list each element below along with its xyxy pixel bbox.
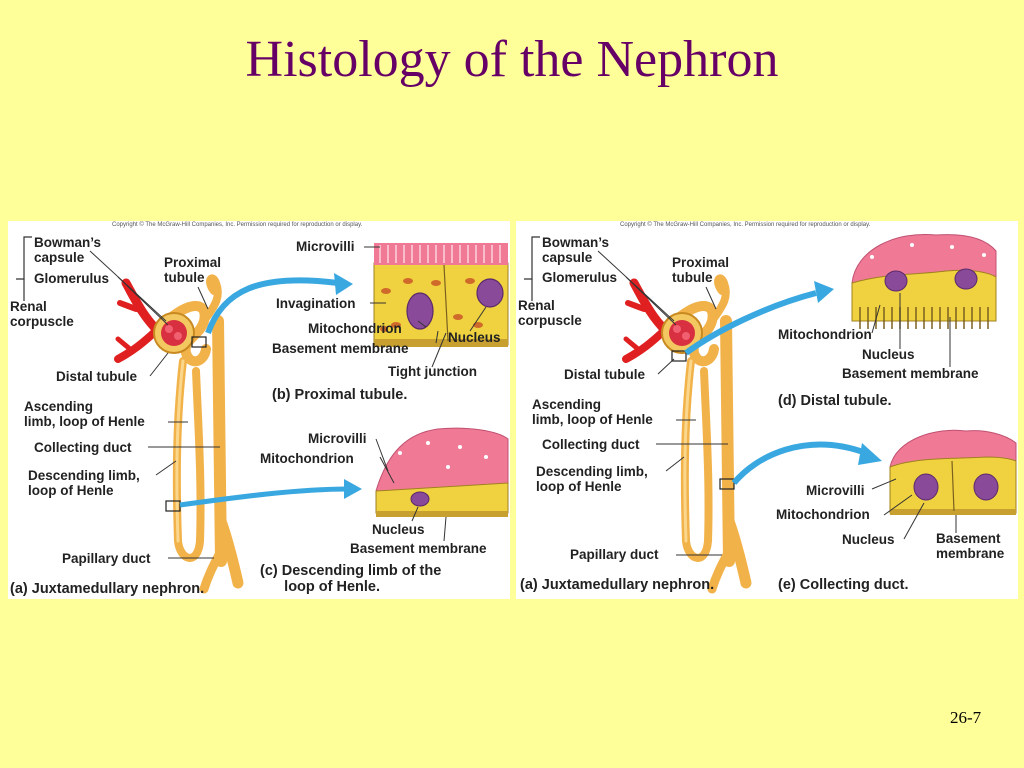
- renal-corpuscle-bracket: [16, 236, 32, 280]
- label-microvilli-proximal: Microvilli: [296, 239, 355, 254]
- label-mitochondrion-proximal: Mitochondrion: [308, 321, 402, 336]
- label-papillary-duct: Papillary duct: [570, 547, 659, 562]
- nephron-tubules: [168, 274, 244, 594]
- copyright-notice: Copyright © The McGraw-Hill Companies, I…: [620, 222, 871, 228]
- caption-a-juxtamedullary-nephron: (a) Juxtamedullary nephron.: [520, 577, 715, 593]
- label-descending-limb: Descending limb, loop of Henle: [28, 468, 140, 498]
- caption-e-collecting-duct: (e) Collecting duct.: [778, 577, 909, 593]
- label-renal-corpuscle: Renal corpuscle: [518, 298, 582, 328]
- label-basement-membrane-distal: Basement membrane: [842, 366, 979, 381]
- collecting-duct-cells: [889, 429, 1017, 515]
- label-mitochondrion-distal: Mitochondrion: [778, 327, 872, 342]
- label-ascending-limb: Ascending limb, loop of Henle: [24, 399, 145, 429]
- label-glomerulus: Glomerulus: [34, 271, 110, 286]
- label-microvilli-collecting: Microvilli: [806, 483, 865, 498]
- descending-limb-cells: [375, 427, 509, 517]
- label-ascending-limb: Ascending limb, loop of Henle: [532, 397, 653, 427]
- label-papillary-duct: Papillary duct: [62, 551, 151, 566]
- arrow-to-proximal: [205, 277, 339, 335]
- label-nucleus-proximal: Nucleus: [448, 330, 501, 345]
- label-microvilli-descending: Microvilli: [308, 431, 367, 446]
- label-glomerulus: Glomerulus: [542, 270, 618, 285]
- label-renal-corpuscle: Renal corpuscle: [10, 299, 74, 329]
- label-basement-membrane-proximal: Basement membrane: [272, 341, 409, 356]
- label-nucleus-collecting: Nucleus: [842, 532, 895, 547]
- label-proximal-tubule: Proximal tubule: [672, 255, 730, 285]
- collecting-region-marker: [719, 478, 735, 490]
- label-proximal-tubule: Proximal tubule: [164, 255, 222, 285]
- label-distal-tubule: Distal tubule: [56, 369, 138, 384]
- caption-d-distal-tubule: (d) Distal tubule.: [778, 393, 892, 409]
- label-descending-limb: Descending limb, loop of Henle: [536, 464, 648, 494]
- label-tight-junction: Tight junction: [388, 364, 477, 379]
- descending-region-marker: [165, 500, 181, 512]
- left-figure-panel: Copyright © The McGraw-Hill Companies, I…: [8, 221, 510, 599]
- right-figure-illustration: [524, 233, 1017, 594]
- distal-region-marker: [671, 350, 687, 362]
- renal-corpuscle-bracket: [524, 236, 540, 280]
- distal-tubule-cells: [851, 233, 997, 329]
- label-mitochondrion-descending: Mitochondrion: [260, 451, 354, 466]
- label-collecting-duct: Collecting duct: [542, 437, 640, 452]
- page-number: 26-7: [950, 708, 982, 727]
- leader-lines: [89, 246, 487, 559]
- blood-vessels: [114, 278, 163, 363]
- arrow-to-distal: [684, 290, 817, 356]
- leader-lines: [597, 250, 957, 556]
- proximal-region-marker: [191, 336, 207, 348]
- copyright-notice: Copyright © The McGraw-Hill Companies, I…: [112, 222, 363, 228]
- slide-title: Histology of the Nephron: [245, 31, 779, 88]
- caption-c-descending-limb: (c) Descending limb of the loop of Henle…: [260, 563, 442, 595]
- label-nucleus-descending: Nucleus: [372, 522, 425, 537]
- label-basement-membrane-descending: Basement membrane: [350, 541, 487, 556]
- label-invagination: Invagination: [276, 296, 356, 311]
- blood-vessels: [622, 278, 671, 363]
- label-mitochondrion-collecting: Mitochondrion: [776, 507, 870, 522]
- proximal-tubule-cells: [373, 243, 509, 347]
- caption-b-proximal-tubule: (b) Proximal tubule.: [272, 387, 408, 403]
- arrow-to-collecting: [731, 441, 868, 485]
- label-nucleus-distal: Nucleus: [862, 347, 915, 362]
- label-bowmans-capsule: Bowman’s capsule: [34, 235, 102, 265]
- label-distal-tubule: Distal tubule: [564, 367, 646, 382]
- left-figure-illustration: [16, 236, 509, 594]
- label-collecting-duct: Collecting duct: [34, 440, 132, 455]
- label-bowmans-capsule: Bowman’s capsule: [542, 235, 610, 265]
- arrow-to-descending: [179, 486, 349, 508]
- label-basement-membrane-collecting: Basement membrane: [936, 531, 1005, 561]
- caption-a-juxtamedullary-nephron: (a) Juxtamedullary nephron.: [10, 581, 205, 597]
- right-figure-panel: Copyright © The McGraw-Hill Companies, I…: [516, 221, 1018, 599]
